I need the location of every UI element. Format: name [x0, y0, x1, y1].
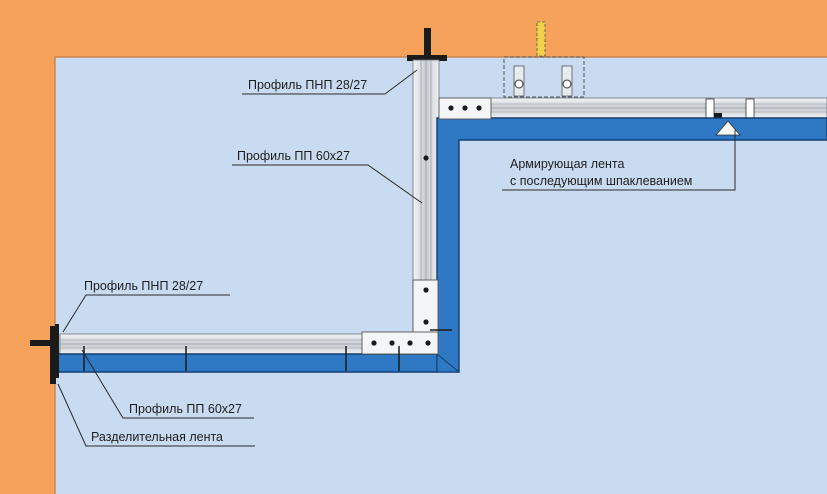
drywall-screws	[83, 329, 452, 371]
leader-tape	[502, 130, 736, 191]
lower-ceiling-profile	[59, 333, 431, 355]
connector-plate-top	[438, 97, 492, 120]
hanger-anchor	[536, 21, 546, 57]
suspension-bracket	[503, 56, 585, 98]
ceiling-anchor	[407, 28, 447, 61]
leader-separator	[57, 383, 255, 447]
upper-ceiling-profile	[489, 97, 827, 119]
label-tape-line2: с последующим шпаклеванием	[510, 174, 692, 188]
ceiling-slab	[0, 0, 827, 57]
label-separator: Разделительная лента	[91, 430, 223, 444]
reinforcing-tape-joint	[715, 120, 741, 136]
wall-anchor	[30, 326, 58, 384]
side-wall	[0, 57, 55, 494]
separator-tape	[55, 324, 59, 378]
label-pp-vertical: Профиль ПП 60х27	[237, 149, 350, 163]
label-pnp-left: Профиль ПНП 28/27	[84, 279, 203, 293]
leader-pp-bottom	[81, 349, 254, 419]
leader-pp-vertical	[232, 164, 423, 204]
drywall-lower	[54, 352, 461, 373]
leader-lines	[57, 69, 736, 447]
leader-pnp-left	[62, 294, 230, 333]
leader-pnp-top	[242, 69, 418, 95]
label-tape-line1: Армирующая лента	[510, 157, 625, 171]
label-pnp-top: Профиль ПНП 28/27	[248, 78, 367, 92]
label-pp-bottom: Профиль ПП 60х27	[129, 402, 242, 416]
connector-plate-corner	[361, 279, 439, 355]
